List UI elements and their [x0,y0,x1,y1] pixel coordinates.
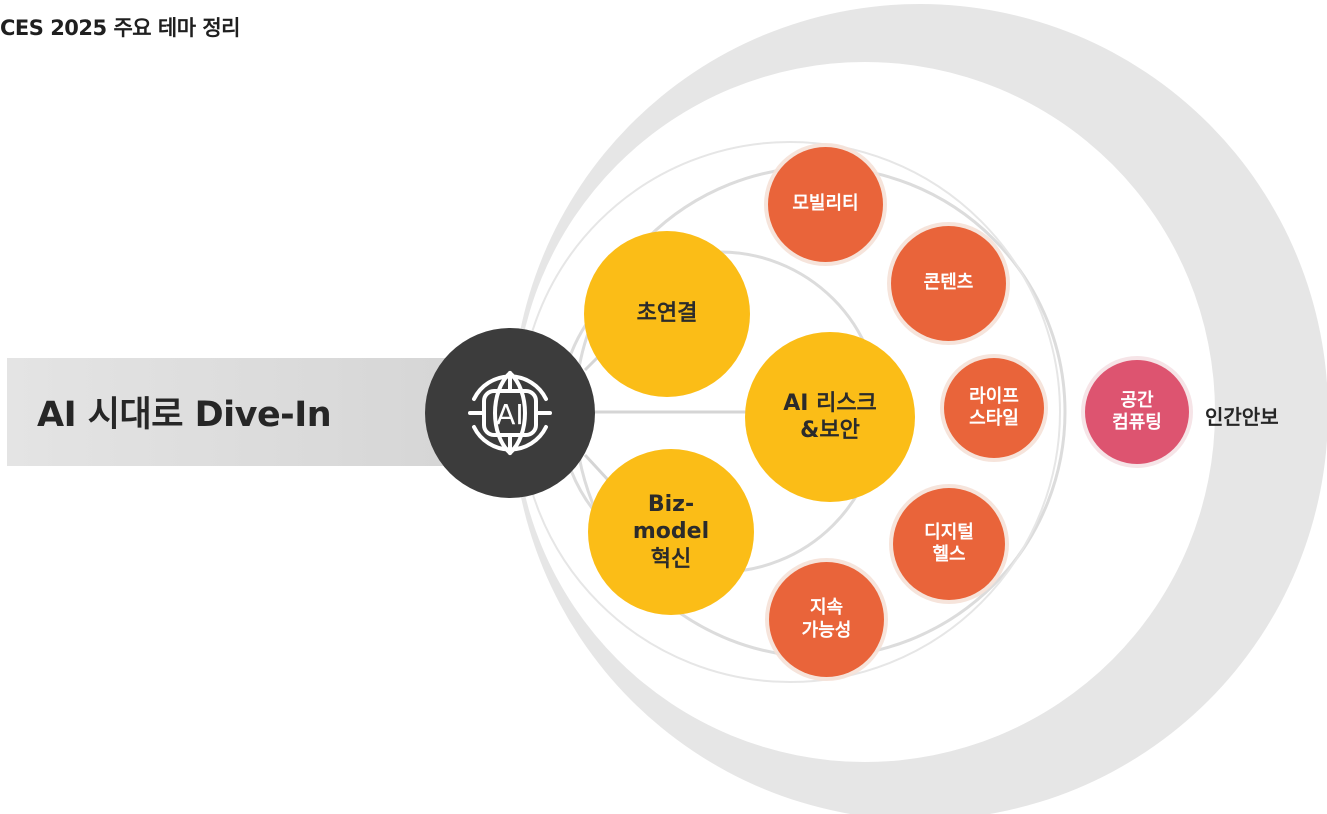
theme-digital-health: 디지털 헬스 [893,488,1005,600]
theme-mobility: 모빌리티 [768,147,883,262]
theme-hyperconnectivity: 초연결 [584,231,750,397]
headline-text: AI 시대로 Dive-In [37,395,332,435]
ai-hub-label: AI [496,398,523,431]
outer-ring-label: 인간안보 [1205,405,1279,429]
globe-ai-icon: AI [468,371,552,455]
theme-bizmodel-innovation: Biz- model 혁신 [588,449,754,615]
theme-spatial-computing: 공간 컴퓨팅 [1085,360,1189,464]
headline-banner [7,358,477,466]
theme-ai-risk-security: AI 리스크 &보안 [745,332,915,502]
ai-hub: AI [425,328,595,498]
theme-lifestyle: 라이프 스타일 [944,358,1044,458]
theme-contents: 콘텐츠 [891,226,1006,341]
theme-sustainability: 지속 가능성 [769,562,884,677]
page-title: CES 2025 주요 테마 정리 [0,16,241,40]
